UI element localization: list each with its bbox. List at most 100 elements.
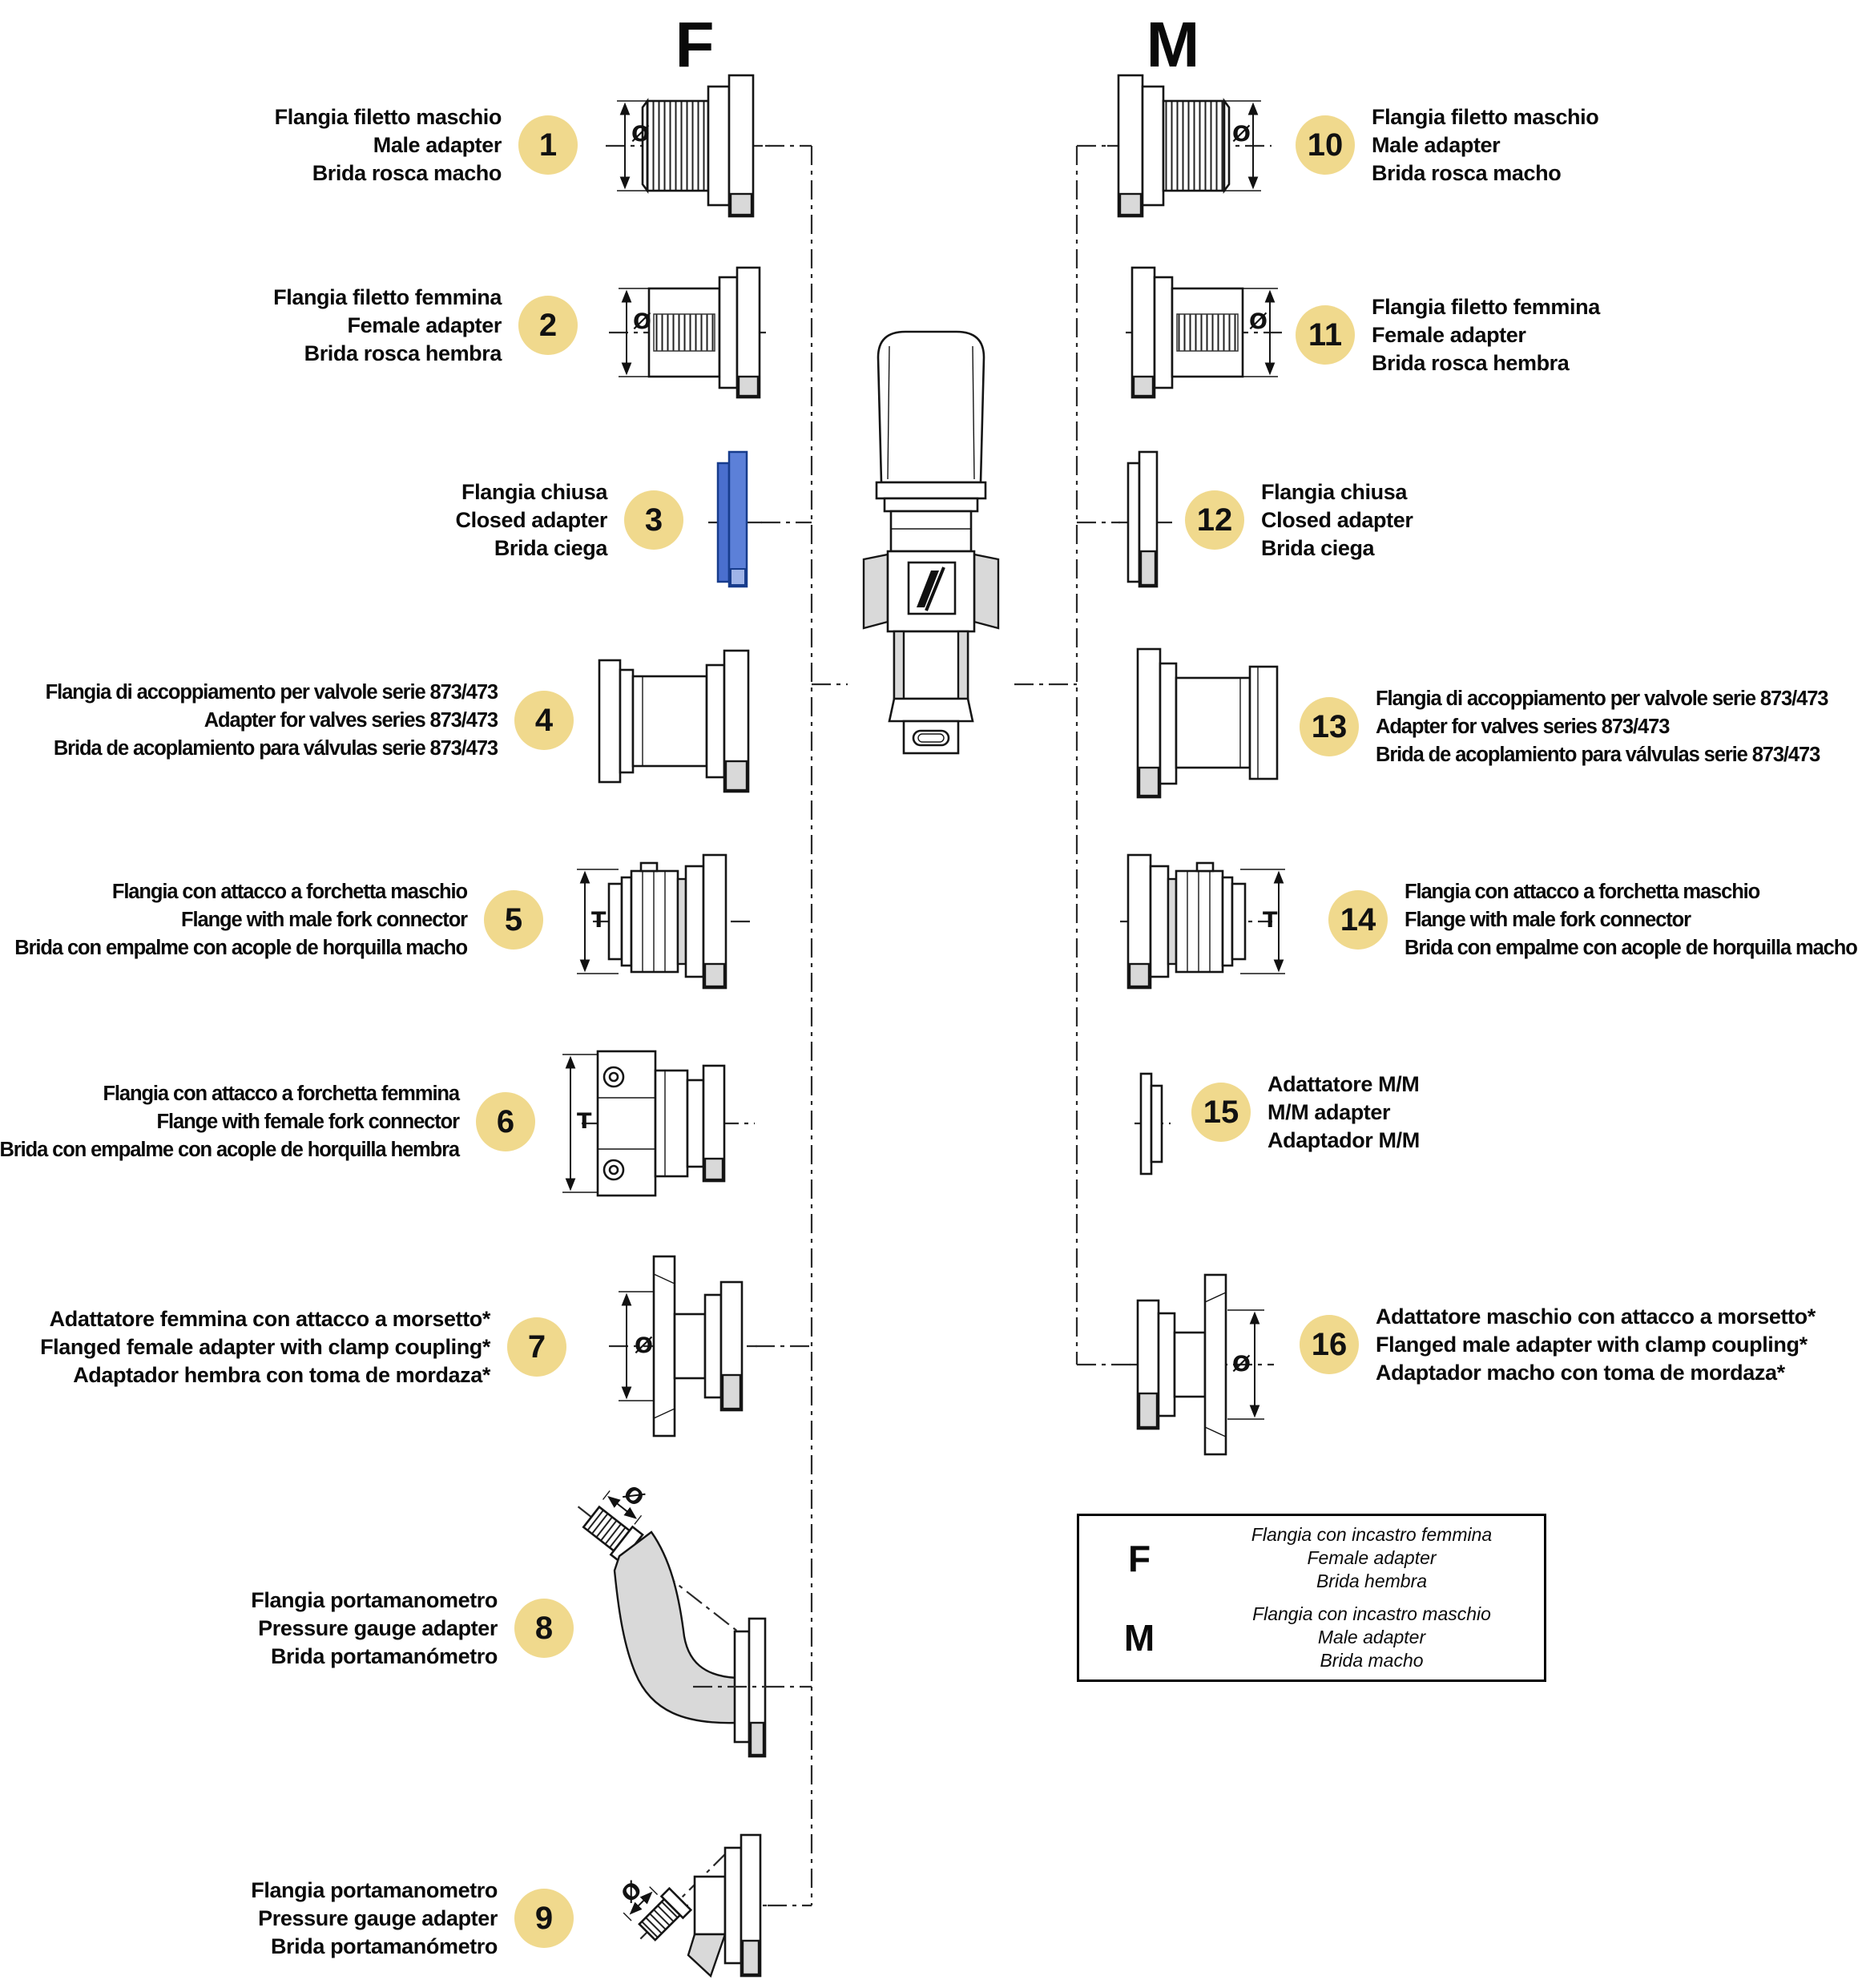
item-13-label-en: Adapter for valves series 873/473 — [1376, 716, 1670, 738]
item-3-badge: 3 — [624, 490, 683, 550]
male-threaded-adapter-m-drawing: Ø — [1107, 74, 1272, 218]
item-8-label-en: Pressure gauge adapter — [258, 1616, 498, 1640]
item-11-diameter-symbol: Ø — [1249, 309, 1268, 334]
item-9-label-en: Pressure gauge adapter — [258, 1906, 498, 1930]
legend-lines-m: Flangia con incastro maschio Male adapte… — [1199, 1603, 1544, 1672]
male-fork-flange-f-drawing: T — [577, 853, 755, 990]
clamp-adapter-f-drawing: Ø — [609, 1255, 757, 1438]
item-16-label-es: Adaptador macho con toma de mordaza* — [1376, 1361, 1785, 1385]
item-3-label-it: Flangia chiusa — [461, 480, 607, 504]
item-1-badge: 1 — [518, 115, 578, 175]
item-8-label-it: Flangia portamanometro — [251, 1588, 498, 1612]
legend-lines-f: Flangia con incastro femmina Female adap… — [1199, 1523, 1544, 1593]
item-11-label-es: Brida rosca hembra — [1372, 351, 1570, 375]
item-11-badge: 11 — [1296, 305, 1355, 365]
item-2-badge: 2 — [518, 296, 578, 355]
item-4-badge: 4 — [514, 691, 574, 750]
item-5-label-en: Flange with male fork connector — [181, 909, 468, 931]
item-11-label: Flangia filetto femmina Female adapter B… — [1372, 293, 1600, 377]
legend-row-m: M Flangia con incastro maschio Male adap… — [1079, 1603, 1544, 1672]
item-12-badge: 12 — [1185, 490, 1244, 550]
item-10-label-en: Male adapter — [1372, 133, 1501, 157]
item-6-label-en: Flange with female fork connector — [156, 1111, 461, 1133]
item-2-label-es: Brida rosca hembra — [304, 341, 502, 365]
item-16-badge: 16 — [1300, 1315, 1359, 1374]
item-14-label-en: Flange with male fork connector — [1405, 909, 1691, 931]
item-15-label: Adattatore M/M M/M adapter Adaptador M/M — [1268, 1071, 1420, 1155]
item-10-label-es: Brida rosca macho — [1372, 161, 1562, 185]
item-7-label: Adattatore femmina con attacco a morsett… — [40, 1305, 490, 1389]
item-2-label-it: Flangia filetto femmina — [273, 285, 502, 309]
item-5-label-it: Flangia con attacco a forchetta maschio — [111, 881, 468, 903]
gauge-45-adapter-drawing: Ø — [617, 1833, 769, 1978]
column-header-f: F — [675, 9, 715, 80]
item-1-label-en: Male adapter — [373, 133, 502, 157]
item-6-t-symbol: T — [577, 1109, 592, 1134]
item-15-badge: 15 — [1191, 1083, 1251, 1142]
item-14-label-es: Brida con empalme con acople de horquill… — [1405, 937, 1858, 959]
item-10-badge: 10 — [1296, 115, 1355, 175]
item-8-label: Flangia portamanometro Pressure gauge ad… — [251, 1587, 498, 1671]
legend-box: F Flangia con incastro femmina Female ad… — [1077, 1514, 1546, 1682]
item-15-label-es: Adaptador M/M — [1268, 1128, 1420, 1152]
male-fork-flange-m-drawing: T — [1120, 853, 1285, 990]
item-16-label-it: Adattatore maschio con attacco a morsett… — [1376, 1304, 1816, 1329]
clamp-adapter-m-drawing: Ø — [1130, 1273, 1274, 1456]
item-1-diameter-symbol: Ø — [631, 122, 650, 147]
item-15-label-it: Adattatore M/M — [1268, 1072, 1420, 1096]
valve-coupling-adapter-f-drawing — [598, 649, 750, 793]
item-7-badge: 7 — [507, 1317, 566, 1377]
item-4-label: Flangia di accoppiamento per valvole ser… — [46, 679, 498, 763]
item-16-label-en: Flanged male adapter with clamp coupling… — [1376, 1333, 1808, 1357]
legend-f-it: Flangia con incastro femmina — [1251, 1524, 1493, 1545]
legend-f-es: Brida hembra — [1316, 1571, 1428, 1591]
item-3-label-es: Brida ciega — [494, 536, 608, 560]
item-2-label-en: Female adapter — [347, 313, 502, 337]
item-13-badge: 13 — [1300, 697, 1359, 756]
item-4-label-es: Brida de acoplamiento para válvulas seri… — [53, 737, 498, 760]
legend-f-en: Female adapter — [1307, 1547, 1437, 1568]
item-12-label-it: Flangia chiusa — [1261, 480, 1407, 504]
item-5-t-symbol: T — [591, 908, 607, 933]
legend-key-m: M — [1123, 1616, 1155, 1659]
legend-row-f: F Flangia con incastro femmina Female ad… — [1079, 1523, 1544, 1593]
item-1-label: Flangia filetto maschio Male adapter Bri… — [275, 103, 502, 188]
item-16-diameter-symbol: Ø — [1232, 1352, 1251, 1377]
female-threaded-adapter-f-drawing: Ø — [609, 266, 769, 399]
legend-m-es: Brida macho — [1320, 1650, 1424, 1671]
item-9-label: Flangia portamanometro Pressure gauge ad… — [251, 1877, 498, 1961]
gauge-elbow-adapter-drawing: Ø — [577, 1481, 767, 1758]
item-8-badge: 8 — [514, 1599, 574, 1658]
item-14-badge: 14 — [1328, 890, 1388, 950]
item-3-label-en: Closed adapter — [455, 508, 608, 532]
item-7-diameter-symbol: Ø — [635, 1333, 653, 1358]
item-10-label-it: Flangia filetto maschio — [1372, 105, 1599, 129]
item-12-label-es: Brida ciega — [1261, 536, 1375, 560]
legend-m-it: Flangia con incastro maschio — [1252, 1603, 1491, 1624]
item-13-label-it: Flangia di accoppiamento per valvole ser… — [1376, 688, 1828, 710]
item-10-diameter-symbol: Ø — [1232, 122, 1251, 147]
item-13-label: Flangia di accoppiamento per valvole ser… — [1376, 685, 1828, 769]
item-11-label-it: Flangia filetto femmina — [1372, 295, 1600, 319]
mm-adapter-drawing — [1135, 1072, 1171, 1175]
item-5-label: Flangia con attacco a forchetta maschio … — [14, 878, 468, 962]
item-13-label-es: Brida de acoplamiento para válvulas seri… — [1376, 744, 1820, 766]
item-7-label-it: Adattatore femmina con attacco a morsett… — [49, 1307, 491, 1331]
item-10-label: Flangia filetto maschio Male adapter Bri… — [1372, 103, 1599, 188]
female-fork-flange-f-drawing: T — [562, 1050, 755, 1197]
item-12-label: Flangia chiusa Closed adapter Brida cieg… — [1261, 478, 1413, 563]
item-6-badge: 6 — [476, 1092, 535, 1151]
item-7-label-es: Adaptador hembra con toma de mordaza* — [73, 1363, 490, 1387]
item-16-label: Adattatore maschio con attacco a morsett… — [1376, 1303, 1816, 1387]
valve-coupling-adapter-m-drawing — [1136, 647, 1279, 799]
item-9-label-it: Flangia portamanometro — [251, 1878, 498, 1902]
legend-key-f: F — [1127, 1537, 1151, 1579]
item-15-label-en: M/M adapter — [1268, 1100, 1391, 1124]
item-3-label: Flangia chiusa Closed adapter Brida cieg… — [455, 478, 608, 563]
item-9-label-es: Brida portamanómetro — [270, 1934, 498, 1958]
item-1-label-es: Brida rosca macho — [312, 161, 502, 185]
item-6-label: Flangia con attacco a forchetta femmina … — [0, 1080, 461, 1164]
item-6-label-es: Brida con empalme con acople de horquill… — [0, 1139, 460, 1161]
male-threaded-adapter-f-drawing: Ø — [606, 74, 770, 218]
